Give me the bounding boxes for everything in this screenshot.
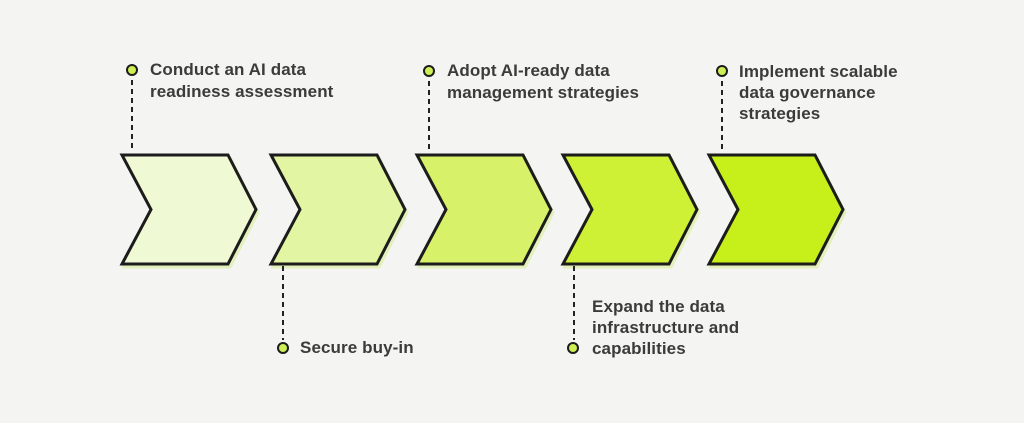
step-label-5-line-3: strategies bbox=[739, 104, 821, 123]
step-label-3-line-2: management strategies bbox=[447, 83, 640, 102]
chevron-step-4 bbox=[560, 153, 699, 266]
step-label-3: Adopt AI-ready data management strategie… bbox=[447, 60, 639, 104]
connector-dot-4 bbox=[567, 342, 579, 354]
connector-line-4 bbox=[573, 266, 575, 340]
chevron-step-1 bbox=[119, 153, 258, 266]
connector-line-2 bbox=[282, 266, 284, 340]
step-label-3-line-1: Adopt AI-ready data bbox=[447, 61, 610, 80]
step-label-2-line-1: Secure buy-in bbox=[300, 338, 414, 357]
chevron-step-3 bbox=[414, 153, 553, 266]
connector-dot-2 bbox=[277, 342, 289, 354]
connector-line-1 bbox=[131, 80, 133, 152]
chevron-shape-3 bbox=[414, 153, 553, 266]
step-label-4-line-2: infrastructure and bbox=[592, 318, 740, 337]
step-label-5: Implement scalable data governance strat… bbox=[739, 61, 898, 124]
step-label-5-line-2: data governance bbox=[739, 83, 876, 102]
step-label-1: Conduct an AI data readiness assessment bbox=[150, 59, 333, 103]
step-label-2: Secure buy-in bbox=[300, 337, 414, 359]
step-label-5-line-1: Implement scalable bbox=[739, 62, 898, 81]
step-label-4: Expand the data infrastructure and capab… bbox=[592, 296, 739, 359]
step-label-1-line-2: readiness assessment bbox=[150, 82, 334, 101]
connector-line-5 bbox=[721, 81, 723, 151]
chevron-step-5 bbox=[706, 153, 845, 266]
step-label-4-line-3: capabilities bbox=[592, 339, 686, 358]
chevron-shape-4 bbox=[560, 153, 699, 266]
connector-dot-1 bbox=[126, 64, 138, 76]
chevron-shape-1 bbox=[119, 153, 258, 266]
step-label-1-line-1: Conduct an AI data bbox=[150, 60, 307, 79]
connector-dot-3 bbox=[423, 65, 435, 77]
chevron-shape-2 bbox=[268, 153, 407, 266]
step-label-4-line-1: Expand the data bbox=[592, 297, 725, 316]
chevron-step-2 bbox=[268, 153, 407, 266]
connector-dot-5 bbox=[716, 65, 728, 77]
chevron-shape-5 bbox=[706, 153, 845, 266]
connector-line-3 bbox=[428, 81, 430, 152]
